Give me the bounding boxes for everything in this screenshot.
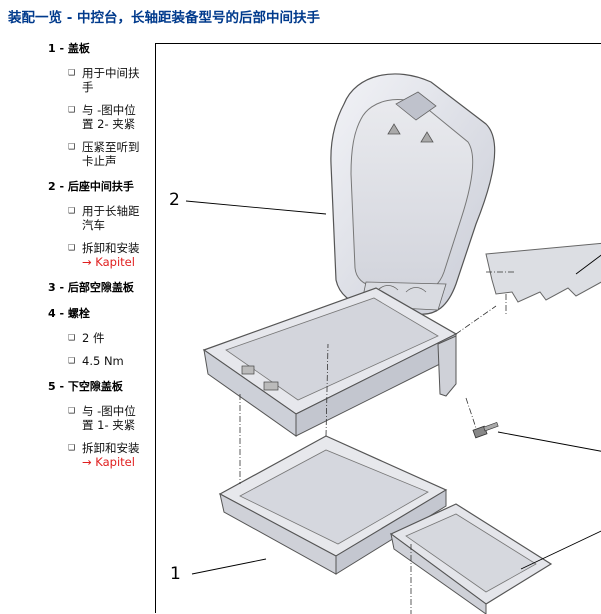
square-bullet-icon: ❑ <box>68 243 76 252</box>
part-note: ❑ 2 件 <box>68 331 148 345</box>
assembly-lines <box>239 271 516 614</box>
trim-rail <box>485 242 601 303</box>
part-number: 5 - <box>48 380 68 393</box>
part-name: 下空隙盖板 <box>67 380 123 393</box>
part-note: ❑ 4.5 Nm <box>68 354 148 368</box>
note-text: 拆卸和安装 → Kapitel <box>82 441 148 469</box>
callout-2: 2 <box>169 190 180 210</box>
square-bullet-icon: ❑ <box>68 333 76 342</box>
armrest-illustration <box>185 73 601 614</box>
square-bullet-icon: ❑ <box>68 105 76 114</box>
leader-lines <box>185 200 601 575</box>
part-heading: 2 - 后座中间扶手 <box>48 180 148 194</box>
part-note: ❑ 拆卸和安装 → Kapitel <box>68 441 148 469</box>
square-bullet-icon: ❑ <box>68 406 76 415</box>
square-bullet-icon: ❑ <box>68 206 76 215</box>
hinge-bracket <box>437 335 457 397</box>
part-note: ❑ 与 -图中位置 2- 夹紧 <box>68 103 148 131</box>
part-heading: 5 - 下空隙盖板 <box>48 380 148 394</box>
cover-plate <box>218 435 448 575</box>
note-text-label: 拆卸和安装 <box>82 241 140 255</box>
part-name: 后座中间扶手 <box>67 180 134 193</box>
part-item-3: 3 - 后部空隙盖板 <box>48 281 148 295</box>
kapitel-link[interactable]: → Kapitel <box>82 255 135 269</box>
part-heading: 1 - 盖板 <box>48 42 148 56</box>
part-name: 盖板 <box>67 42 90 55</box>
part-note: ❑ 与 -图中位置 1- 夹紧 <box>68 404 148 432</box>
bolt-part <box>472 421 499 439</box>
rear-center-armrest <box>330 73 496 315</box>
part-item-1: 1 - 盖板 ❑ 用于中间扶手 ❑ 与 -图中位置 2- 夹紧 ❑ 压紧至听到卡… <box>48 42 148 168</box>
part-note: ❑ 拆卸和安装 → Kapitel <box>68 241 148 269</box>
note-text: 压紧至听到卡止声 <box>82 140 140 168</box>
exploded-view-drawing: 2 1 <box>155 43 601 614</box>
part-note: ❑ 压紧至听到卡止声 <box>68 140 148 168</box>
note-text: 用于长轴距汽车 <box>82 204 140 232</box>
parts-list: 1 - 盖板 ❑ 用于中间扶手 ❑ 与 -图中位置 2- 夹紧 ❑ 压紧至听到卡… <box>48 42 148 481</box>
lower-gap-cover <box>389 503 553 614</box>
note-text-label: 拆卸和安装 <box>82 441 140 455</box>
part-heading: 4 - 螺栓 <box>48 307 148 321</box>
square-bullet-icon: ❑ <box>68 443 76 452</box>
note-text: 与 -图中位置 2- 夹紧 <box>82 103 136 131</box>
storage-tray <box>202 287 458 437</box>
part-name: 后部空隙盖板 <box>67 281 134 294</box>
part-heading: 3 - 后部空隙盖板 <box>48 281 148 295</box>
page-title: 装配一览 - 中控台，长轴距装备型号的后部中间扶手 <box>8 10 321 26</box>
part-number: 3 - <box>48 281 68 294</box>
note-text: 与 -图中位置 1- 夹紧 <box>82 404 136 432</box>
kapitel-link[interactable]: → Kapitel <box>82 455 135 469</box>
note-text: 拆卸和安装 → Kapitel <box>82 241 148 269</box>
part-number: 1 - <box>48 42 68 55</box>
square-bullet-icon: ❑ <box>68 356 76 365</box>
part-item-5: 5 - 下空隙盖板 ❑ 与 -图中位置 1- 夹紧 ❑ 拆卸和安装 → Kapi… <box>48 380 148 469</box>
part-item-2: 2 - 后座中间扶手 ❑ 用于长轴距汽车 ❑ 拆卸和安装 → Kapitel <box>48 180 148 269</box>
part-number: 4 - <box>48 307 68 320</box>
part-name: 螺栓 <box>67 307 90 320</box>
part-number: 2 - <box>48 180 68 193</box>
part-note: ❑ 用于中间扶手 <box>68 66 148 94</box>
square-bullet-icon: ❑ <box>68 68 76 77</box>
part-item-4: 4 - 螺栓 ❑ 2 件 ❑ 4.5 Nm <box>48 307 148 368</box>
note-text: 2 件 <box>82 331 105 345</box>
note-text: 4.5 Nm <box>82 354 124 368</box>
part-note: ❑ 用于长轴距汽车 <box>68 204 148 232</box>
callout-1: 1 <box>170 564 181 584</box>
square-bullet-icon: ❑ <box>68 142 76 151</box>
note-text: 用于中间扶手 <box>82 66 140 94</box>
